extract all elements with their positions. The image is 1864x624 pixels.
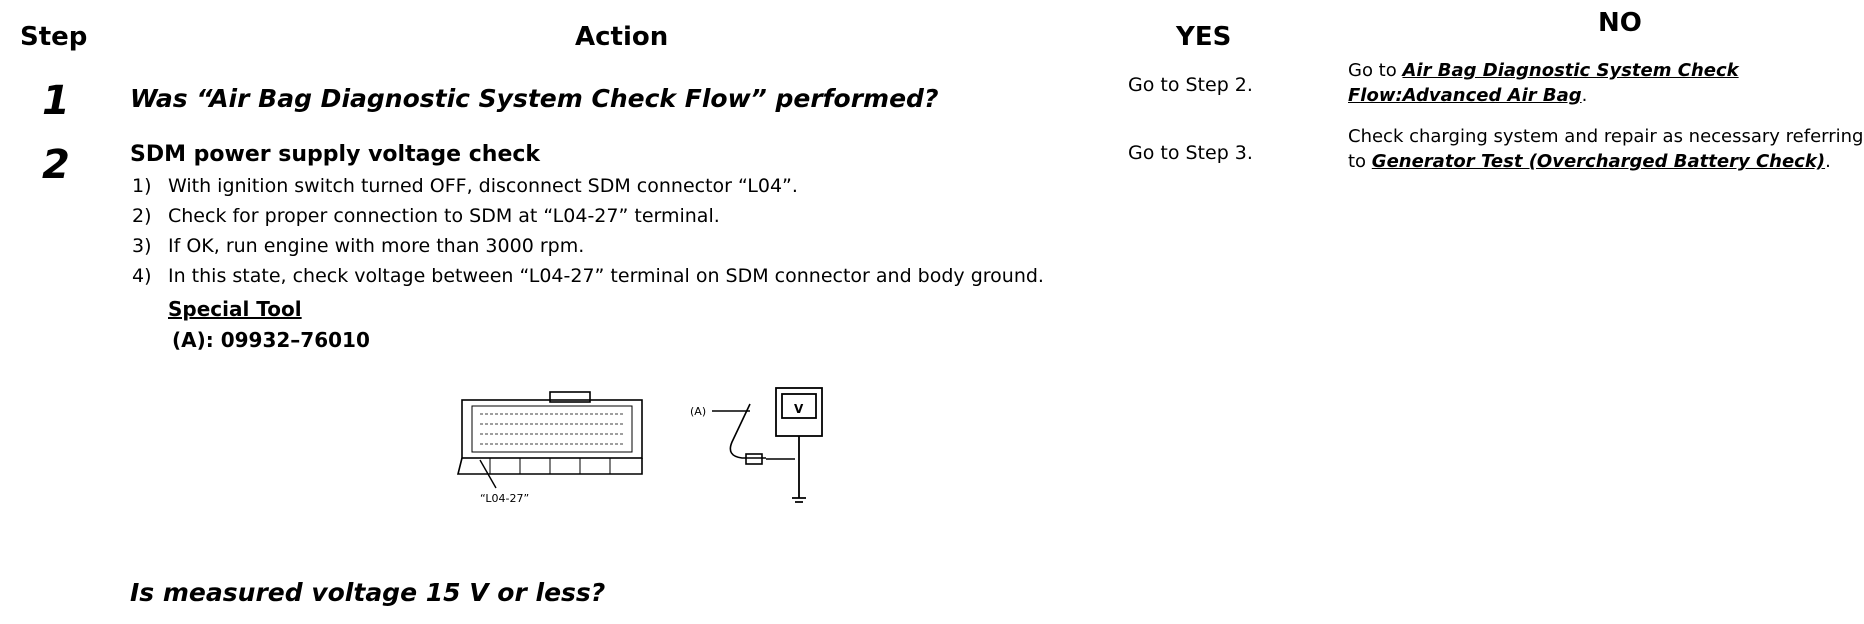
item-text: In this state, check voltage between “L0…	[168, 265, 1044, 287]
step2-item: 1) With ignition switch turned OFF, disco…	[132, 175, 798, 197]
step1-no-prefix: Go to	[1348, 60, 1403, 81]
step2-no-prefix: Check charging system and repair as nece…	[1348, 126, 1864, 172]
header-yes: YES	[1176, 22, 1232, 52]
tool-label: (A)	[690, 405, 706, 418]
step-number-2: 2	[42, 142, 70, 188]
item-number: 1)	[132, 175, 152, 197]
step2-no-suffix: .	[1825, 151, 1831, 172]
header-no: NO	[1598, 8, 1642, 38]
probe-lead-illustration	[712, 403, 795, 465]
connector-voltmeter-diagram: “L04-27” (A) V	[456, 387, 823, 505]
special-tool-heading: Special Tool	[168, 297, 302, 321]
voltmeter-label: V	[794, 402, 804, 416]
step2-no-text: Check charging system and repair as nece…	[1348, 124, 1864, 174]
step2-no-link[interactable]: Generator Test (Overcharged Battery Chec…	[1371, 151, 1826, 172]
item-text: Check for proper connection to SDM at “L…	[168, 205, 720, 227]
item-text: If OK, run engine with more than 3000 rp…	[168, 235, 585, 257]
item-text: With ignition switch turned OFF, disconn…	[168, 175, 798, 197]
step2-question: Is measured voltage 15 V or less?	[130, 578, 606, 607]
header-action: Action	[575, 22, 669, 52]
step2-item: 2) Check for proper connection to SDM at …	[132, 205, 720, 227]
step-number-1: 1	[42, 78, 70, 124]
special-tool-value: (A): 09932–76010	[172, 328, 370, 352]
step2-item: 3) If OK, run engine with more than 3000 …	[132, 235, 584, 257]
step1-no-link[interactable]: Air Bag Diagnostic System Check Flow:Adv…	[1348, 60, 1739, 106]
step1-no-text: Go to Air Bag Diagnostic System Check Fl…	[1348, 58, 1864, 108]
connector-label: “L04-27”	[480, 492, 529, 505]
header-step: Step	[20, 22, 88, 52]
item-number: 4)	[132, 265, 152, 287]
sdm-connector-illustration	[456, 391, 643, 475]
voltmeter-illustration	[775, 387, 823, 503]
step2-item: 4) In this state, check voltage between “…	[132, 265, 1044, 287]
step1-no-suffix: .	[1581, 85, 1588, 106]
step1-question: Was “Air Bag Diagnostic System Check Flo…	[130, 84, 939, 113]
item-number: 2)	[132, 205, 152, 227]
terminal-pointer-line	[479, 459, 497, 489]
step2-title: SDM power supply voltage check	[130, 142, 541, 167]
step1-yes-text: Go to Step 2.	[1128, 74, 1253, 96]
item-number: 3)	[132, 235, 152, 257]
step2-yes-text: Go to Step 3.	[1128, 142, 1253, 164]
